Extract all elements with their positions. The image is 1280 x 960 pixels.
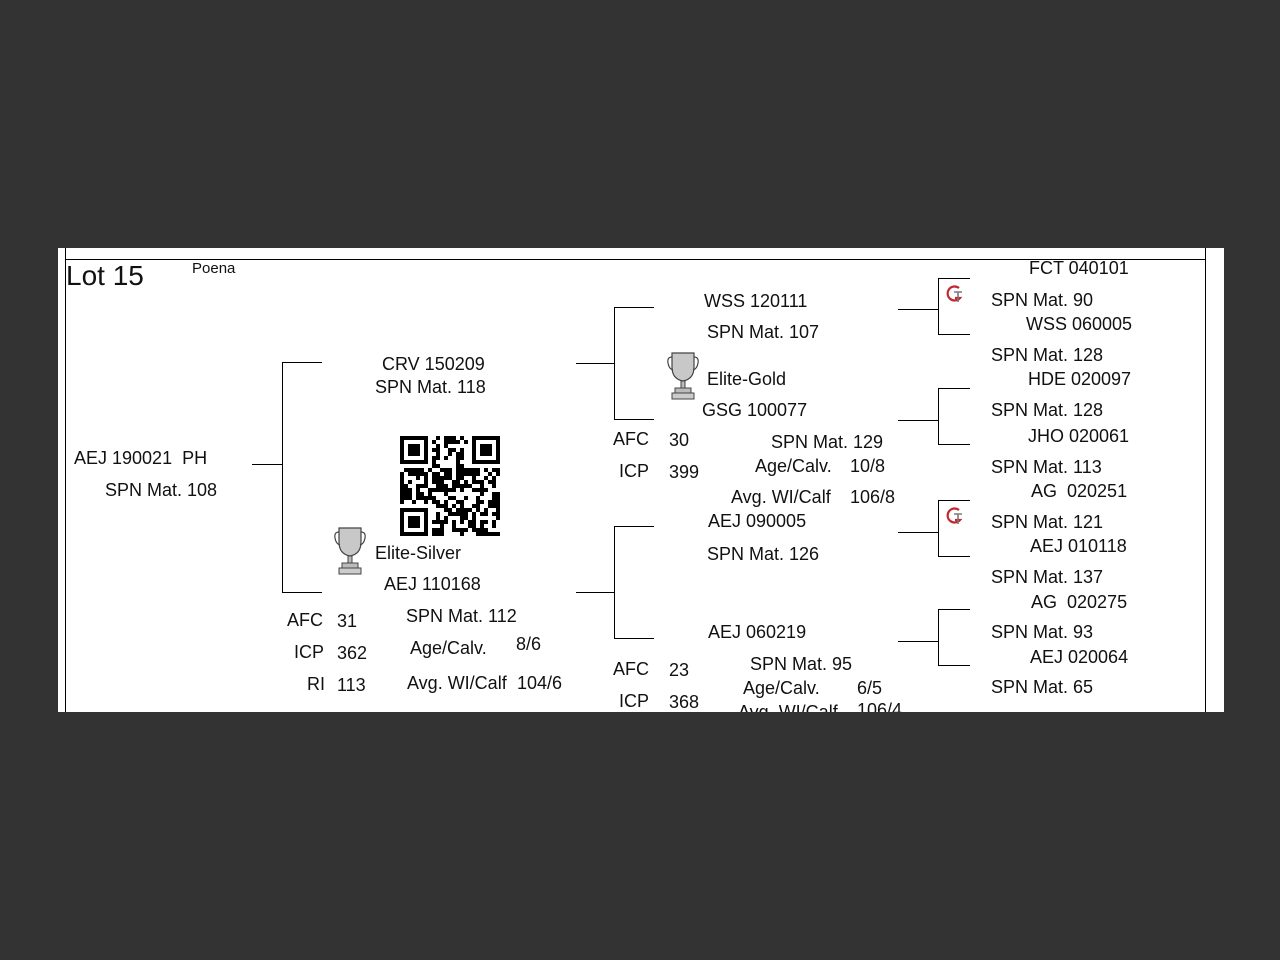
- sire-id: CRV 150209: [382, 354, 485, 374]
- ggp-id: HDE 020097: [1028, 369, 1132, 389]
- connector-line: [938, 388, 939, 444]
- connector-line: [938, 278, 939, 334]
- connector-line: [576, 592, 614, 593]
- ds-id: AEJ 090005: [708, 511, 807, 531]
- connector-line: [576, 363, 614, 364]
- frame-line: [65, 248, 66, 712]
- connector-line: [938, 334, 970, 335]
- connector-line: [614, 526, 615, 638]
- lot-title: Lot 15: [66, 260, 144, 291]
- dam-age: 8/6: [516, 634, 542, 654]
- dam-wi: 104/6: [517, 673, 563, 693]
- dd-icp-label: ICP: [619, 691, 650, 711]
- lot-name: Poena: [192, 260, 236, 277]
- ds-mat: SPN Mat. 126: [707, 544, 820, 564]
- ggp-id: AEJ 020064: [1030, 647, 1129, 667]
- sire-afc-label: AFC: [613, 429, 649, 449]
- dam-icp: 362: [337, 643, 368, 663]
- sire-icp: 399: [669, 462, 700, 482]
- connector-line: [938, 388, 970, 389]
- dd-wi: 106/4: [857, 700, 903, 712]
- sd-age-label: Age/Calv.: [755, 456, 832, 476]
- ggp-id: AG 020275: [1031, 592, 1128, 612]
- connector-line: [614, 419, 654, 420]
- connector-line: [614, 307, 615, 419]
- dam-mat: SPN Mat. 112: [406, 606, 517, 626]
- connector-line: [938, 556, 970, 557]
- ggp-mat: SPN Mat. 65: [991, 677, 1094, 697]
- pedigree-page: Lot 15 Poena AEJ 190021 PH SPN Mat. 108 …: [58, 248, 1224, 712]
- ggp-mat: SPN Mat. 128: [991, 345, 1104, 365]
- dam-ri-label: RI: [307, 674, 325, 694]
- dam-id: AEJ 110168: [384, 574, 481, 594]
- dd-afc: 23: [669, 660, 690, 680]
- dam-afc-label: AFC: [287, 610, 323, 630]
- dd-age: 6/5: [857, 678, 883, 698]
- ggp-mat: SPN Mat. 90: [991, 290, 1094, 310]
- sd-id: GSG 100077: [702, 400, 808, 420]
- qr-code: [400, 436, 500, 536]
- sd-age: 10/8: [850, 456, 886, 476]
- animal-mat: SPN Mat. 108: [105, 480, 218, 500]
- connector-line: [938, 665, 970, 666]
- connector-line: [252, 464, 282, 465]
- animal-id: AEJ 190021 PH: [74, 448, 208, 468]
- dam-ri: 113: [337, 675, 366, 695]
- connector-line: [898, 309, 938, 310]
- connector-line: [898, 532, 938, 533]
- connector-line: [282, 592, 322, 593]
- connector-line: [898, 641, 938, 642]
- sd-wi-label: Avg. WI/Calf: [731, 487, 831, 507]
- dd-afc-label: AFC: [613, 659, 649, 679]
- gt-certificate-icon: [946, 507, 963, 524]
- dd-wi-label: Avg. WI/Calf: [738, 702, 838, 712]
- frame-line: [65, 259, 1206, 260]
- sire-mat: SPN Mat. 118: [375, 377, 486, 397]
- ggp-mat: SPN Mat. 113: [991, 457, 1102, 477]
- connector-line: [938, 500, 970, 501]
- dam-icp-label: ICP: [294, 642, 325, 662]
- frame-line: [1205, 248, 1206, 712]
- dd-id: AEJ 060219: [708, 622, 807, 642]
- connector-line: [938, 444, 970, 445]
- ss-id: WSS 120111: [704, 291, 808, 311]
- sd-wi: 106/8: [850, 487, 896, 507]
- dd-mat: SPN Mat. 95: [750, 654, 853, 674]
- sd-award: Elite-Gold: [707, 369, 787, 389]
- dd-icp: 368: [669, 692, 700, 712]
- connector-line: [938, 278, 970, 279]
- connector-line: [614, 526, 654, 527]
- ggp-id: FCT 040101: [1029, 258, 1129, 278]
- dam-age-label: Age/Calv.: [410, 638, 487, 658]
- connector-line: [282, 362, 322, 363]
- ggp-id: WSS 060005: [1026, 314, 1133, 334]
- gt-certificate-icon: [946, 285, 963, 302]
- connector-line: [938, 500, 939, 556]
- connector-line: [614, 638, 654, 639]
- trophy-icon: [334, 527, 366, 575]
- sd-mat: SPN Mat. 129: [771, 432, 884, 452]
- dam-award: Elite-Silver: [375, 543, 462, 563]
- ggp-mat: SPN Mat. 128: [991, 400, 1104, 420]
- ggp-mat: SPN Mat. 121: [991, 512, 1104, 532]
- ggp-mat: SPN Mat. 93: [991, 622, 1094, 642]
- connector-line: [938, 609, 970, 610]
- ggp-mat: SPN Mat. 137: [991, 567, 1104, 587]
- connector-line: [282, 362, 283, 592]
- ggp-id: AEJ 010118: [1030, 536, 1127, 556]
- trophy-icon: [667, 352, 699, 400]
- ss-mat: SPN Mat. 107: [707, 322, 820, 342]
- dam-afc: 31: [337, 611, 358, 631]
- dam-wi-label: Avg. WI/Calf: [407, 673, 507, 693]
- ggp-id: AG 020251: [1031, 481, 1128, 501]
- connector-line: [614, 307, 654, 308]
- dd-age-label: Age/Calv.: [743, 678, 820, 698]
- connector-line: [938, 609, 939, 665]
- connector-line: [898, 420, 938, 421]
- sire-afc: 30: [669, 430, 690, 450]
- ggp-id: JHO 020061: [1028, 426, 1130, 446]
- sire-icp-label: ICP: [619, 461, 650, 481]
